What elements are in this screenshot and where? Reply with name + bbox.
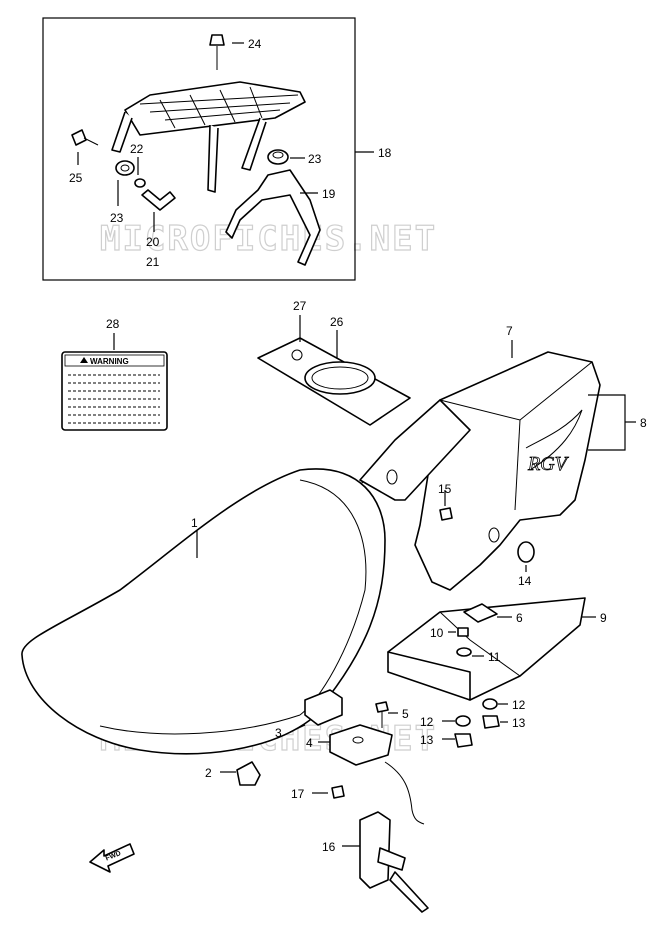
bolt-5: 5	[375, 701, 409, 728]
tray-9: 9	[387, 597, 607, 701]
callout-13-left: 13	[420, 733, 434, 747]
screw-17: 17	[291, 785, 345, 801]
washer-12-left: 12	[420, 715, 471, 729]
callout-13-right: 13	[512, 716, 526, 730]
tail-emblem: RGV	[527, 453, 570, 475]
bolt-25: 25	[69, 129, 99, 185]
callout-23-left: 23	[110, 211, 124, 225]
screw-15: 15	[438, 482, 453, 521]
warning-label-text: WARNING	[90, 357, 129, 366]
callout-14: 14	[518, 574, 532, 588]
callout-26: 26	[330, 315, 344, 329]
callout-12-right: 12	[512, 698, 526, 712]
callout-17: 17	[291, 787, 305, 801]
cushion-14: 14	[517, 541, 535, 588]
seat-lock-bracket-4: 4	[306, 724, 425, 825]
bracket-20: 20 21	[141, 189, 176, 269]
callout-2: 2	[205, 766, 212, 780]
callout-19: 19	[322, 187, 336, 201]
bracket-6: 6	[463, 603, 523, 625]
collar-22: 22	[130, 142, 146, 188]
nut-13-right: 13	[482, 715, 526, 730]
callout-11: 11	[488, 650, 501, 664]
callout-22: 22	[130, 142, 144, 156]
carrier-inset-frame	[42, 17, 356, 281]
fwd-arrow-icon: FWD	[89, 843, 135, 873]
callout-23-right: 23	[308, 152, 322, 166]
seat-pad-27: 27 26	[257, 299, 411, 426]
cushion-23-right: 23	[267, 149, 322, 166]
nut-13-left: 13	[420, 733, 473, 748]
seat-lock-16: 16	[322, 811, 429, 913]
callout-9: 9	[600, 611, 607, 625]
bolt-24: 24	[209, 34, 262, 70]
callout-25: 25	[69, 171, 83, 185]
rear-carrier-rack	[111, 81, 306, 193]
callout-5: 5	[402, 707, 409, 721]
seat-tail-cover-7: RGV 7 8	[359, 324, 647, 591]
callout-18: 18	[378, 146, 392, 160]
callout-8: 8	[640, 416, 647, 430]
cushion-23-left: 23	[110, 160, 135, 225]
carrier-brace-19: 19	[225, 169, 336, 266]
callout-7: 7	[506, 324, 513, 338]
callout-20: 20	[146, 235, 160, 249]
watermark-top: MICROFICHES.NET	[100, 219, 437, 259]
washer-11: 11	[456, 647, 501, 664]
screw-10: 10	[430, 626, 469, 640]
callout-4: 4	[306, 736, 313, 750]
callout-3: 3	[275, 726, 282, 740]
callout-12-left: 12	[420, 715, 434, 729]
seat-1: 1	[21, 468, 386, 755]
callout-21: 21	[146, 255, 160, 269]
callout-10: 10	[430, 626, 444, 640]
callout-1: 1	[191, 516, 198, 530]
cushion-2: 2	[205, 761, 261, 786]
callout-24: 24	[248, 37, 262, 51]
callout-28: 28	[106, 317, 120, 331]
callout-15: 15	[438, 482, 452, 496]
warning-label-28: WARNING 28	[61, 317, 168, 431]
callout-6: 6	[516, 611, 523, 625]
washer-12-right: 12	[482, 698, 526, 712]
callout-16: 16	[322, 840, 336, 854]
block-3: 3	[275, 689, 343, 740]
callout-27: 27	[293, 299, 307, 313]
